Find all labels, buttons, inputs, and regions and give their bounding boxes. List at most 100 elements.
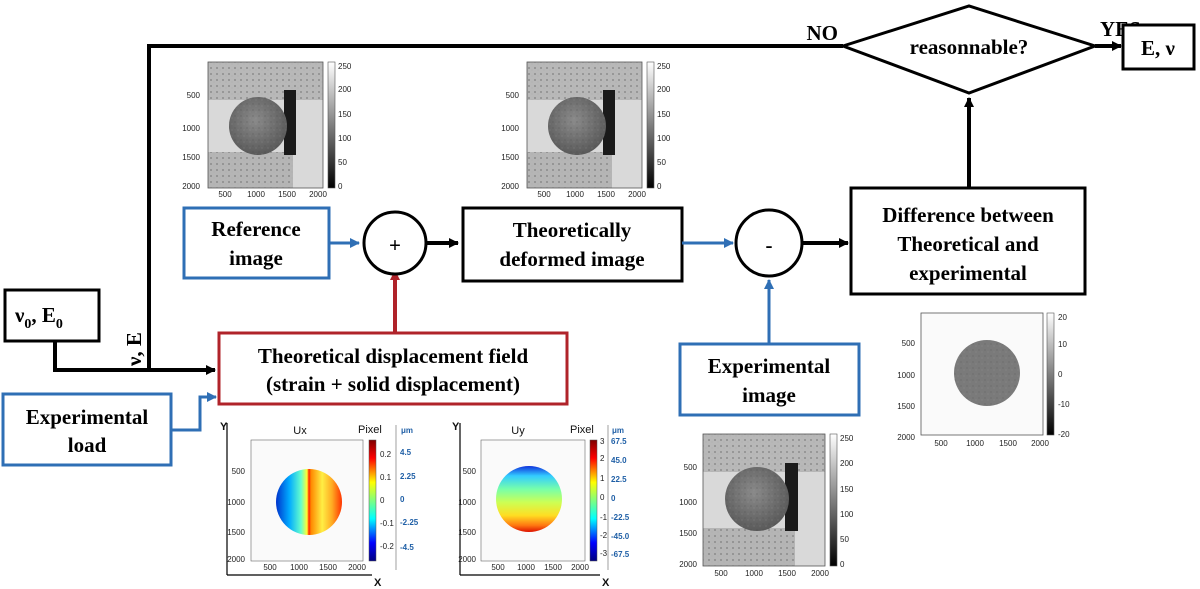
experimental-image-line2: image — [742, 383, 796, 407]
colorbar-tick: 150 — [840, 485, 854, 494]
reference-sample-image: 500 1000 1500 2000 500 1000 1500 2000 25… — [182, 61, 352, 199]
axis-x-tick: 1500 — [278, 190, 296, 199]
colorbar-tick: 50 — [657, 158, 666, 167]
pixel-tick: 3 — [600, 437, 605, 446]
axis-x-tick: 2000 — [348, 563, 366, 572]
uy-y-axis-label: Y — [452, 421, 460, 433]
deformed-line2: deformed image — [499, 247, 644, 271]
pixel-tick: 2 — [600, 454, 605, 463]
axis-x-tick: 500 — [263, 563, 277, 572]
axis-y-tick: 2000 — [458, 555, 476, 564]
axis-x-tick: 2000 — [571, 563, 589, 572]
difference-node: - — [734, 208, 804, 278]
no-label: NO — [807, 21, 839, 45]
axis-x-tick: 1500 — [544, 563, 562, 572]
uy-pixel-label: Pixel — [570, 424, 594, 436]
experimental-image-line1: Experimental — [708, 354, 831, 378]
colorbar-tick: 10 — [1058, 340, 1067, 349]
colorbar-tick: 200 — [657, 85, 671, 94]
axis-x-tick: 1500 — [319, 563, 337, 572]
reference-line1: Reference — [211, 217, 300, 241]
result-label: E, ν — [1141, 36, 1176, 60]
ux-pixel-label: Pixel — [358, 424, 382, 436]
axis-y-tick: 1500 — [227, 528, 245, 537]
pixel-tick: -1 — [600, 513, 608, 522]
axis-y-tick: 1500 — [501, 153, 519, 162]
difference-line2: Theoretical and — [897, 232, 1039, 256]
colorbar-tick: 0 — [657, 182, 662, 191]
pixel-tick: 1 — [600, 474, 605, 483]
axis-y-tick: 2000 — [182, 182, 200, 191]
colorbar-tick: -10 — [1058, 400, 1070, 409]
ux-plot-title: Ux — [293, 425, 307, 437]
displacement-line1: Theoretical displacement field — [258, 344, 529, 368]
plus-symbol: + — [389, 233, 401, 257]
pixel-tick: 0.2 — [380, 450, 392, 459]
um-tick: -22.5 — [611, 513, 630, 522]
displacement-line2: (strain + solid displacement) — [266, 372, 520, 396]
um-tick: 0 — [611, 494, 616, 503]
pixel-tick: 0.1 — [380, 473, 392, 482]
deformed-sample-image: 500 1000 1500 2000 500 1000 1500 2000 25… — [501, 61, 671, 199]
ux-displacement-plot: Y X Ux 500 1000 1500 2000 500 1000 1500 … — [220, 421, 419, 589]
result-box: E, ν — [1121, 23, 1196, 71]
pixel-tick: 0 — [600, 493, 605, 502]
nu-e-vertical-label: ν, E — [122, 332, 146, 367]
colorbar-tick: 150 — [657, 110, 671, 119]
axis-y-tick: 1000 — [227, 498, 245, 507]
colorbar-tick: 250 — [657, 62, 671, 71]
difference-line1: Difference between — [882, 203, 1054, 227]
load-to-displacement-arrow — [171, 392, 217, 432]
pixel-tick: -0.1 — [380, 519, 394, 528]
axis-x-tick: 1000 — [247, 190, 265, 199]
colorbar-tick: 50 — [840, 535, 849, 544]
uy-displacement-plot: Y X Uy 500 1000 1500 2000 500 1000 1500 … — [452, 421, 630, 589]
colorbar-tick: 250 — [840, 434, 854, 443]
axis-y-tick: 2000 — [227, 555, 245, 564]
axis-x-tick: 1000 — [566, 190, 584, 199]
axis-y-tick: 1000 — [501, 124, 519, 133]
um-tick: 67.5 — [611, 437, 627, 446]
axis-x-tick: 1000 — [745, 569, 763, 578]
axis-x-tick: 1000 — [290, 563, 308, 572]
ux-um-label: μm — [401, 426, 413, 435]
initial-to-displacement-arrow — [53, 341, 216, 375]
um-tick: -2.25 — [400, 518, 419, 527]
axis-x-tick: 1500 — [999, 439, 1017, 448]
pixel-tick: -2 — [600, 531, 608, 540]
experimental-load-line1: Experimental — [26, 405, 149, 429]
uy-um-label: μm — [612, 426, 624, 435]
axis-y-tick: 500 — [463, 467, 477, 476]
colorbar-tick: 100 — [840, 510, 854, 519]
sum-node: + — [362, 210, 428, 276]
axis-x-tick: 500 — [714, 569, 728, 578]
colorbar-tick: 100 — [338, 134, 352, 143]
axis-y-tick: 1000 — [897, 371, 915, 380]
um-tick: 0 — [400, 495, 405, 504]
reference-image-box: Reference image — [182, 206, 331, 280]
pixel-tick: 0 — [380, 496, 385, 505]
difference-line3: experimental — [909, 261, 1027, 285]
um-tick: 4.5 — [400, 448, 412, 457]
colorbar-tick: 100 — [657, 134, 671, 143]
axis-x-tick: 2000 — [628, 190, 646, 199]
initial-parameters-box: ν0, E0 — [3, 288, 101, 343]
colorbar-tick: -20 — [1058, 430, 1070, 439]
experimental-image-box: Experimental image — [678, 342, 861, 417]
pixel-tick: -3 — [600, 549, 608, 558]
axis-x-tick: 2000 — [309, 190, 327, 199]
axis-x-tick: 1500 — [597, 190, 615, 199]
axis-x-tick: 1000 — [517, 563, 535, 572]
axis-y-tick: 1000 — [182, 124, 200, 133]
axis-y-tick: 2000 — [897, 433, 915, 442]
axis-y-tick: 500 — [684, 463, 698, 472]
axis-x-tick: 2000 — [1031, 439, 1049, 448]
uy-x-axis-label: X — [602, 577, 610, 589]
colorbar-tick: 150 — [338, 110, 352, 119]
uy-plot-title: Uy — [511, 425, 525, 437]
reasonable-decision: reasonnable? — [838, 4, 1100, 95]
ux-y-axis-label: Y — [220, 421, 228, 433]
colorbar-tick: 200 — [840, 459, 854, 468]
um-tick: -67.5 — [611, 550, 630, 559]
